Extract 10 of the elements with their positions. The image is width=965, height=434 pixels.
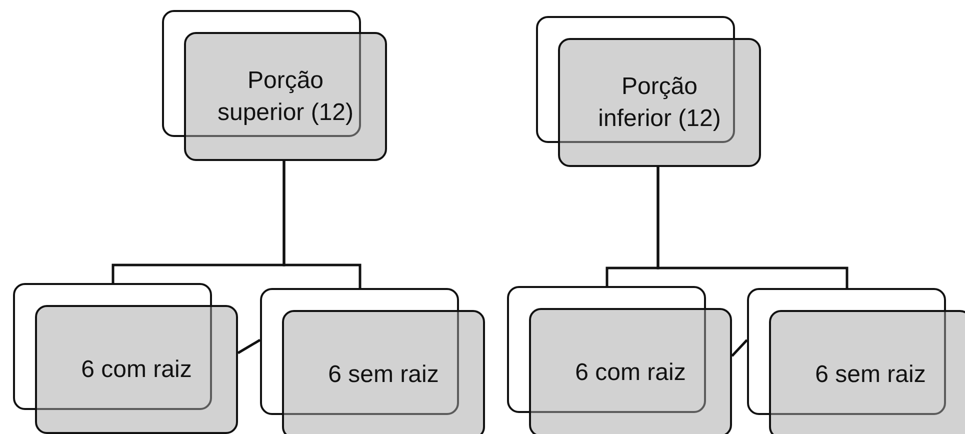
box-label: 6 sem raiz [814,360,927,390]
connector-line [731,339,748,357]
box-label: 6 com raiz [80,354,193,385]
box-label: 6 sem raiz [327,360,440,390]
connector-line [656,167,848,288]
connector-line [237,338,261,354]
box-label: Porção superior (12) [216,66,355,128]
connector-line [282,161,362,288]
box-label: Porção inferior (12) [597,72,722,134]
box-label: 6 com raiz [574,358,687,388]
